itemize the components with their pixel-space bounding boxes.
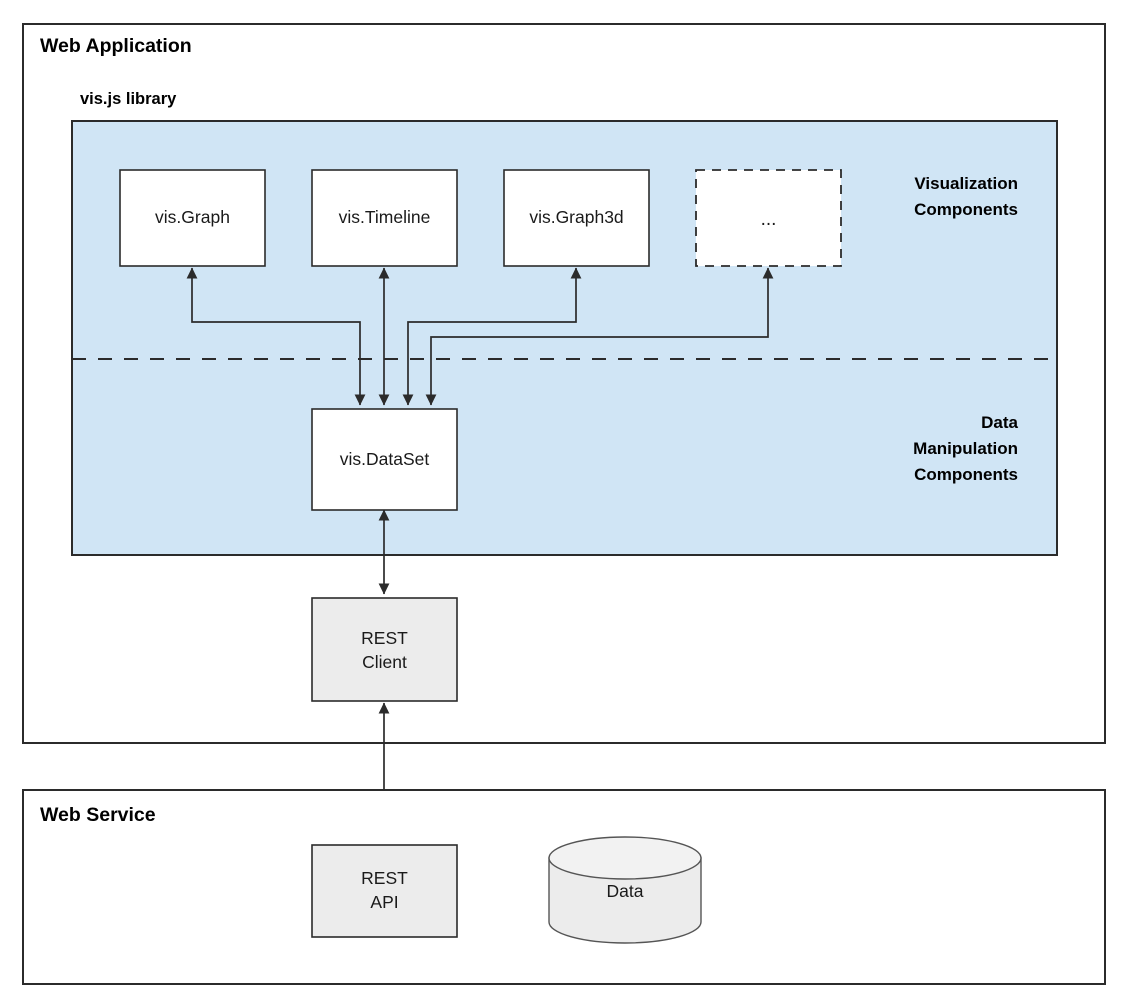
frame-web-service-title: Web Service xyxy=(40,804,156,826)
node-more-components-label: ... xyxy=(761,209,777,230)
node-vis-timeline-label: vis.Timeline xyxy=(339,207,431,227)
node-data-store-label: Data xyxy=(607,881,644,901)
node-rest-api-label-line1: REST xyxy=(361,868,408,888)
library-title: vis.js library xyxy=(80,90,177,108)
node-vis-graph3d-label: vis.Graph3d xyxy=(529,207,623,227)
node-more-components[interactable]: ... xyxy=(695,169,842,267)
node-rest-client[interactable]: REST Client xyxy=(311,597,458,702)
node-vis-graph3d[interactable]: vis.Graph3d xyxy=(503,169,650,267)
node-vis-dataset-label: vis.DataSet xyxy=(340,449,430,469)
node-data-store-body[interactable] xyxy=(548,857,702,944)
node-vis-dataset-box[interactable] xyxy=(311,408,458,511)
node-vis-graph-label: vis.Graph xyxy=(155,207,230,227)
node-vis-graph-box[interactable] xyxy=(119,169,266,267)
node-vis-timeline[interactable]: vis.Timeline xyxy=(311,169,458,267)
node-data-store-top xyxy=(548,836,702,880)
zone-label-visualization-line2: Components xyxy=(914,200,1018,219)
node-more-components-box[interactable] xyxy=(695,169,842,267)
frame-web-application-title: Web Application xyxy=(40,35,192,57)
node-vis-graph[interactable]: vis.Graph xyxy=(119,169,266,267)
zone-label-data-manipulation-line1: Data xyxy=(981,413,1018,432)
zone-label-data-manipulation-line2: Manipulation xyxy=(913,439,1018,458)
node-rest-client-label-line2: Client xyxy=(362,652,407,672)
zone-label-visualization-line1: Visualization xyxy=(914,174,1018,193)
node-vis-timeline-box[interactable] xyxy=(311,169,458,267)
node-rest-api-label-line2: API xyxy=(370,892,398,912)
edge-vis-graph-to-vis-dataset xyxy=(186,267,366,406)
node-rest-api-box[interactable] xyxy=(311,844,458,938)
node-vis-graph3d-box[interactable] xyxy=(503,169,650,267)
edge-more-components-to-vis-dataset xyxy=(425,267,774,406)
node-vis-dataset[interactable]: vis.DataSet xyxy=(311,408,458,511)
node-data-store[interactable]: Data xyxy=(548,836,702,944)
node-rest-api[interactable]: REST API xyxy=(311,844,458,938)
node-rest-client-label-line1: REST xyxy=(361,628,408,648)
node-rest-client-box[interactable] xyxy=(311,597,458,702)
zone-label-data-manipulation-line3: Components xyxy=(914,465,1018,484)
